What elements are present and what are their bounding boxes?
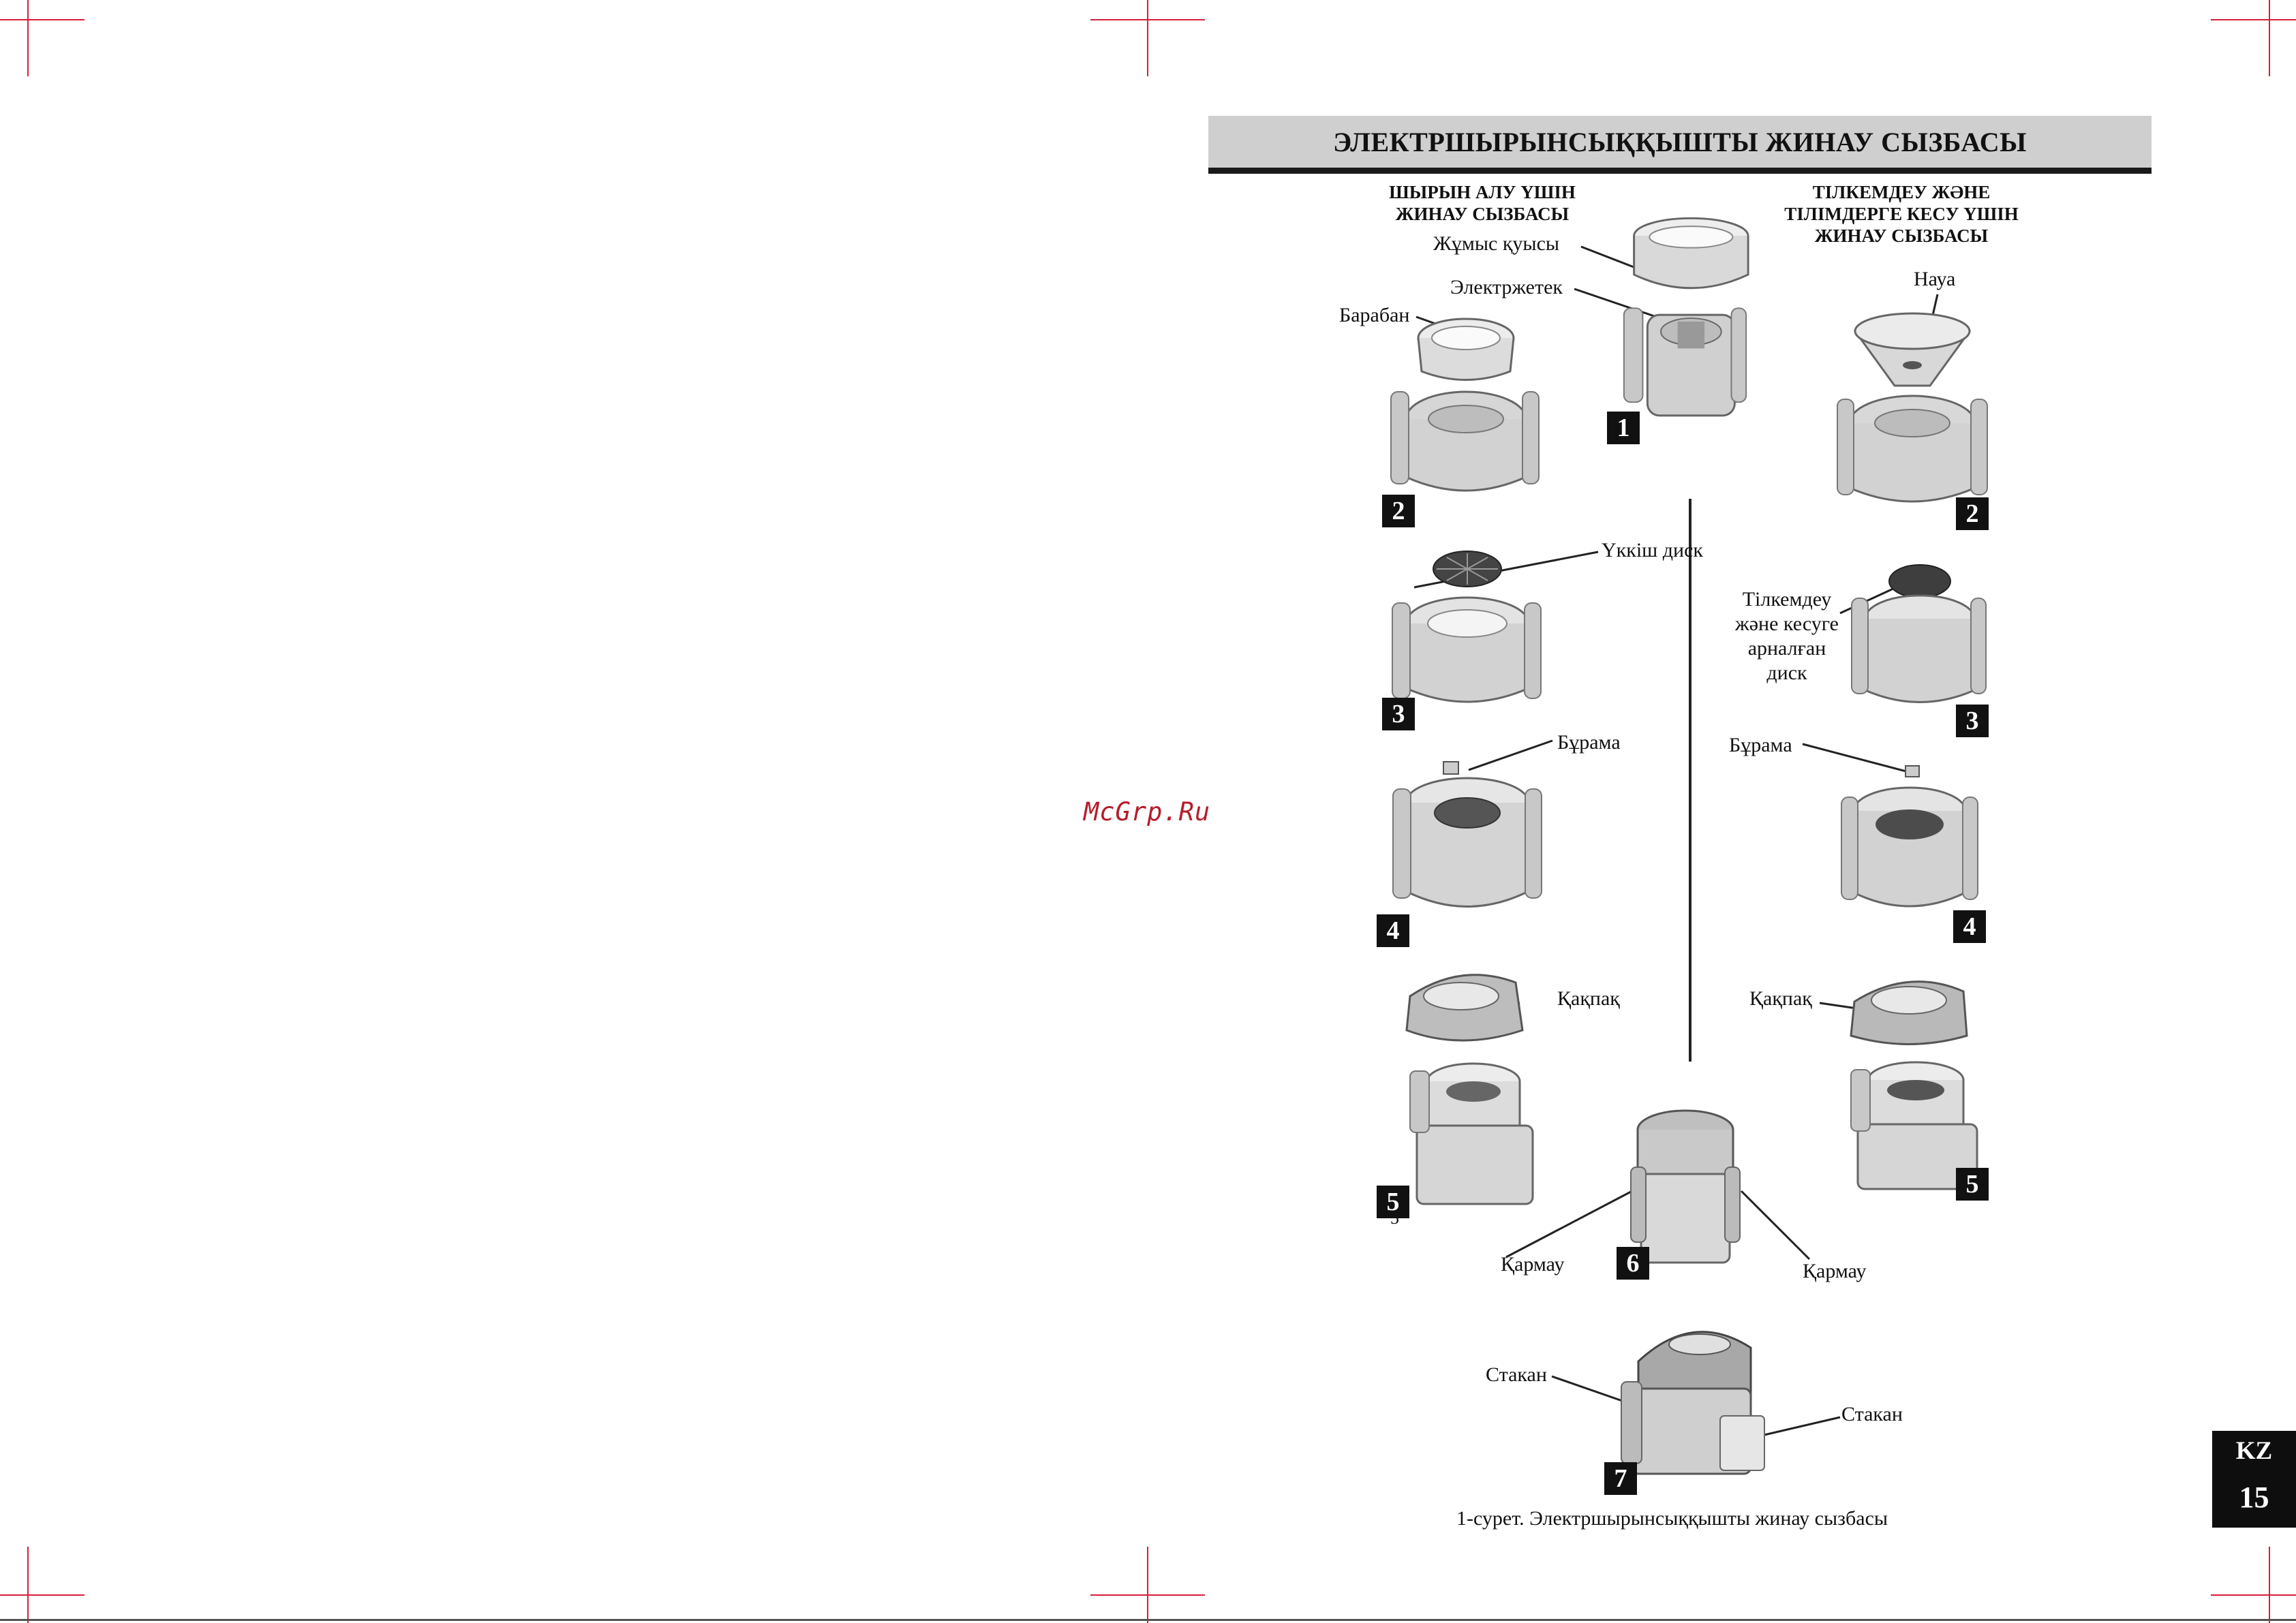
illustration-step-3-left — [1389, 538, 1544, 728]
label-funnel: Науа — [1914, 268, 1956, 290]
illustration-step-6 — [1624, 1102, 1747, 1273]
section-title: ЭЛЕКТРШЫРЫНСЫҚҚЫШТЫ ЖИНАУ СЫЗБАСЫ — [1333, 126, 2027, 157]
step-badge-7: 7 — [1604, 1462, 1637, 1495]
label-glass-left: Стакан — [1486, 1363, 1547, 1386]
label-clamp-right: Қармау — [1803, 1260, 1867, 1282]
column-divider — [1689, 499, 1692, 1062]
illustration-step-3-right — [1848, 551, 1989, 724]
section-title-bar: ЭЛЕКТРШЫРЫНСЫҚҚЫШТЫ ЖИНАУ СЫЗБАСЫ — [1208, 116, 2152, 174]
step-badge-6: 6 — [1617, 1247, 1649, 1280]
step-badge-5-right: 5 — [1956, 1168, 1989, 1201]
illustration-step-2-left — [1388, 307, 1542, 519]
step-badge-3-left: 3 — [1382, 698, 1415, 730]
label-motor: Электржетек — [1450, 276, 1563, 298]
bottom-rule — [0, 1619, 2296, 1621]
label-twist-right: Бұрама — [1729, 734, 1792, 756]
label-glass-right: Стакан — [1841, 1403, 1903, 1425]
label-twist-left: Бұрама — [1557, 731, 1621, 754]
left-column-title: ШЫРЫН АЛУ ҮШІН ЖИНАУ СЫЗБАСЫ — [1389, 182, 1576, 224]
watermark: McGrp.Ru — [1084, 797, 1211, 826]
label-slice-disc: Тілкемдеу және кесуге арналған диск — [1735, 588, 1839, 684]
page-number: 15 — [2239, 1481, 2269, 1514]
figure-caption: 1-сурет. Электршырынсыққышты жинау сызба… — [1456, 1507, 1888, 1530]
label-lid-right: Қақпақ — [1749, 987, 1812, 1010]
illustration-step-1-left — [1617, 206, 1751, 437]
step-badge-4-left: 4 — [1377, 914, 1409, 947]
label-grater-disc: Үккіш диск — [1602, 539, 1703, 561]
language-code: KZ — [2235, 1437, 2273, 1465]
illustration-step-5-left — [1386, 955, 1544, 1214]
label-clamp-left: Қармау — [1501, 1253, 1565, 1276]
step-badge-3-right: 3 — [1956, 705, 1989, 737]
illustration-step-5-right — [1831, 961, 1987, 1196]
step-badge-5-left: 5 — [1377, 1186, 1409, 1218]
illustration-step-4-right — [1839, 756, 1980, 935]
step-badge-2-left: 2 — [1382, 495, 1415, 527]
illustration-step-2-right — [1835, 304, 1990, 530]
right-column-title: ТІЛКЕМДЕУ ЖӘНЕ ТІЛІМДЕРГЕ КЕСУ ҮШІН ЖИНА… — [1784, 182, 2019, 246]
label-drum: Барабан — [1339, 304, 1410, 326]
step-badge-1: 1 — [1607, 412, 1640, 444]
step-badge-4-right: 4 — [1953, 910, 1986, 943]
step-badge-2-right: 2 — [1956, 497, 1989, 530]
page-tab: KZ 15 — [2212, 1431, 2296, 1528]
illustration-step-7 — [1618, 1314, 1775, 1484]
illustration-step-4-left — [1390, 748, 1544, 943]
label-work-cavity: Жұмыс қуысы — [1433, 232, 1560, 255]
label-lid-left: Қақпақ — [1557, 987, 1620, 1010]
